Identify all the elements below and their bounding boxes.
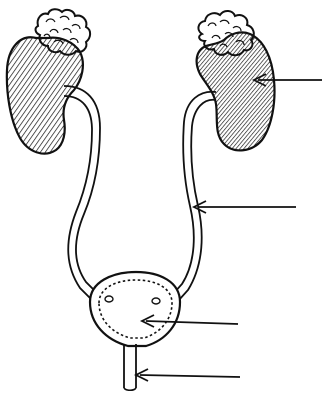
- arrow-urethra: [140, 375, 240, 377]
- urethra: [124, 344, 136, 390]
- right-ureter: [164, 92, 216, 310]
- left-kidney: [7, 37, 83, 153]
- urinary-bladder: [90, 272, 180, 346]
- left-ureter: [64, 86, 108, 310]
